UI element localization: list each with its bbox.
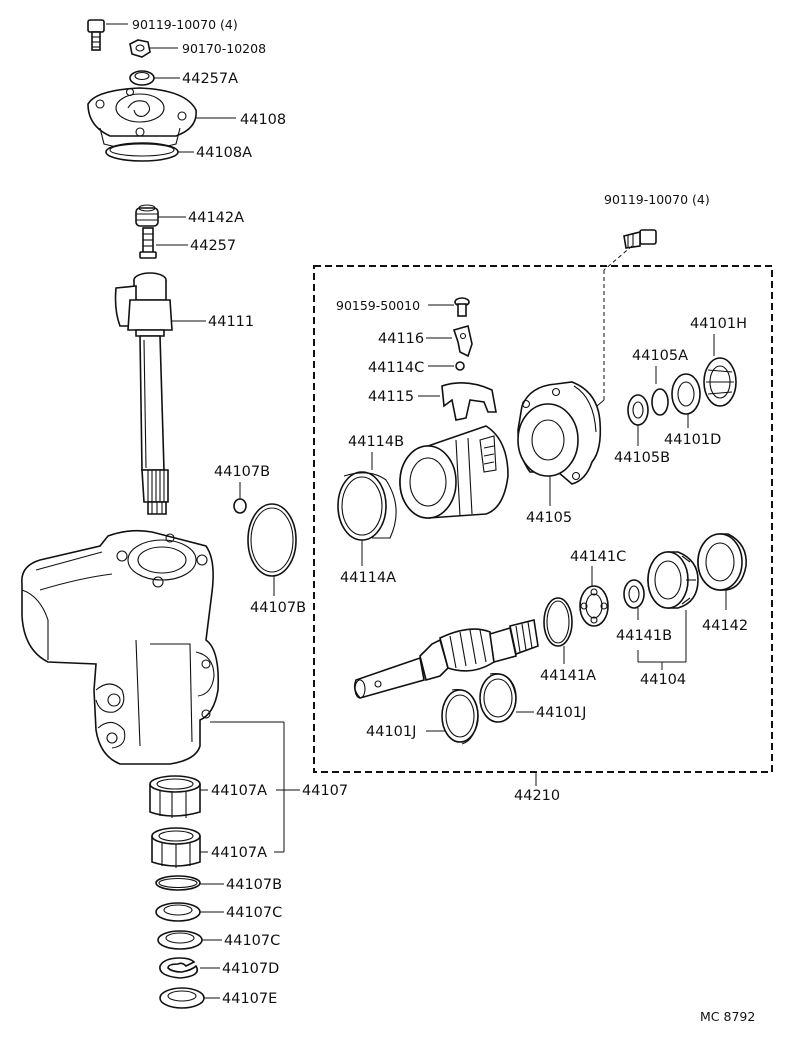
adjuster-44104 bbox=[647, 551, 699, 609]
bearing-44107A-2 bbox=[151, 827, 201, 868]
snapring-44107D bbox=[159, 957, 199, 979]
label-44114A: 44114A bbox=[340, 570, 396, 586]
seal-44107C-2 bbox=[157, 930, 203, 950]
label-44141C: 44141C bbox=[570, 549, 626, 565]
label-44107A-2: 44107A bbox=[211, 845, 267, 861]
label-44111: 44111 bbox=[208, 314, 254, 330]
gear-housing bbox=[21, 529, 220, 765]
label-44105A: 44105A bbox=[632, 348, 688, 364]
label-44107C-1: 44107C bbox=[226, 905, 282, 921]
label-44115: 44115 bbox=[368, 389, 414, 405]
seal-44105B bbox=[627, 394, 649, 426]
washer-44257A bbox=[129, 70, 155, 86]
seal-44107C-1 bbox=[155, 902, 201, 922]
label-44101D: 44101D bbox=[664, 432, 721, 448]
assembly-44210-box bbox=[313, 265, 773, 773]
label-44114C: 44114C bbox=[368, 360, 424, 376]
small-oring-44107B bbox=[233, 498, 247, 514]
label-screw: 90159-50010 bbox=[336, 298, 420, 313]
label-44105: 44105 bbox=[526, 510, 572, 526]
cover-44108 bbox=[87, 87, 197, 150]
clip-44115 bbox=[441, 382, 497, 421]
valve-body-44105 bbox=[517, 381, 602, 485]
oring-44141A bbox=[543, 597, 573, 647]
label-44114B: 44114B bbox=[348, 434, 404, 450]
label-44101J-1: 44101J bbox=[366, 724, 416, 740]
top-bolt bbox=[87, 19, 105, 51]
ring-44105A bbox=[651, 388, 669, 416]
label-44257A: 44257A bbox=[182, 71, 238, 87]
bearing-44101H bbox=[703, 357, 737, 407]
label-44108: 44108 bbox=[240, 112, 286, 128]
label-44107D: 44107D bbox=[222, 961, 279, 977]
label-44107B-low: 44107B bbox=[226, 877, 282, 893]
label-44116: 44116 bbox=[378, 331, 424, 347]
right-bolt bbox=[623, 229, 657, 249]
label-bolt-top: 90119-10070 (4) bbox=[132, 17, 238, 32]
label-44108A: 44108A bbox=[196, 145, 252, 161]
label-44105B: 44105B bbox=[614, 450, 670, 466]
plate-44116 bbox=[452, 324, 473, 358]
ball-44114C bbox=[455, 361, 465, 371]
label-nut-top: 90170-10208 bbox=[182, 41, 266, 56]
shaft-44111 bbox=[114, 272, 173, 515]
label-44104: 44104 bbox=[640, 672, 686, 688]
nut-44142A bbox=[135, 204, 159, 227]
screw-44257 bbox=[139, 227, 157, 259]
label-44142: 44142 bbox=[702, 618, 748, 634]
ring-44101J-1 bbox=[441, 688, 479, 745]
label-44141B: 44141B bbox=[616, 628, 672, 644]
locknut-44142 bbox=[697, 533, 747, 591]
piston-rack bbox=[399, 425, 509, 519]
label-44142A: 44142A bbox=[188, 210, 244, 226]
label-44141A: 44141A bbox=[540, 668, 596, 684]
label-44107E: 44107E bbox=[222, 991, 277, 1007]
label-44107B-top: 44107B bbox=[214, 464, 270, 480]
seal-44141B bbox=[623, 579, 645, 609]
label-44101H: 44101H bbox=[690, 316, 747, 332]
label-44257: 44257 bbox=[190, 238, 236, 254]
label-44107B-mid: 44107B bbox=[250, 600, 306, 616]
washer-44101D bbox=[671, 373, 701, 415]
oring-44107B-low bbox=[155, 875, 201, 891]
label-44101J-2: 44101J bbox=[536, 705, 586, 721]
oring-44108A bbox=[105, 142, 179, 162]
label-bolt-right: 90119-10070 (4) bbox=[604, 192, 710, 207]
label-44107: 44107 bbox=[302, 783, 348, 799]
worm-shaft bbox=[353, 619, 539, 699]
seal-44107E bbox=[159, 987, 205, 1009]
ring-44101J-2 bbox=[479, 672, 517, 723]
top-nut bbox=[129, 39, 151, 58]
oring-44107B bbox=[247, 503, 297, 577]
bearing-44107A-1 bbox=[149, 775, 201, 818]
label-44107C-2: 44107C bbox=[224, 933, 280, 949]
ring-44114B bbox=[337, 471, 397, 541]
screw-90159 bbox=[454, 297, 470, 317]
label-44210: 44210 bbox=[514, 788, 560, 804]
diagram-code: MC 8792 bbox=[700, 1009, 755, 1024]
label-44107A-1: 44107A bbox=[211, 783, 267, 799]
bearing-44141C bbox=[579, 585, 609, 627]
